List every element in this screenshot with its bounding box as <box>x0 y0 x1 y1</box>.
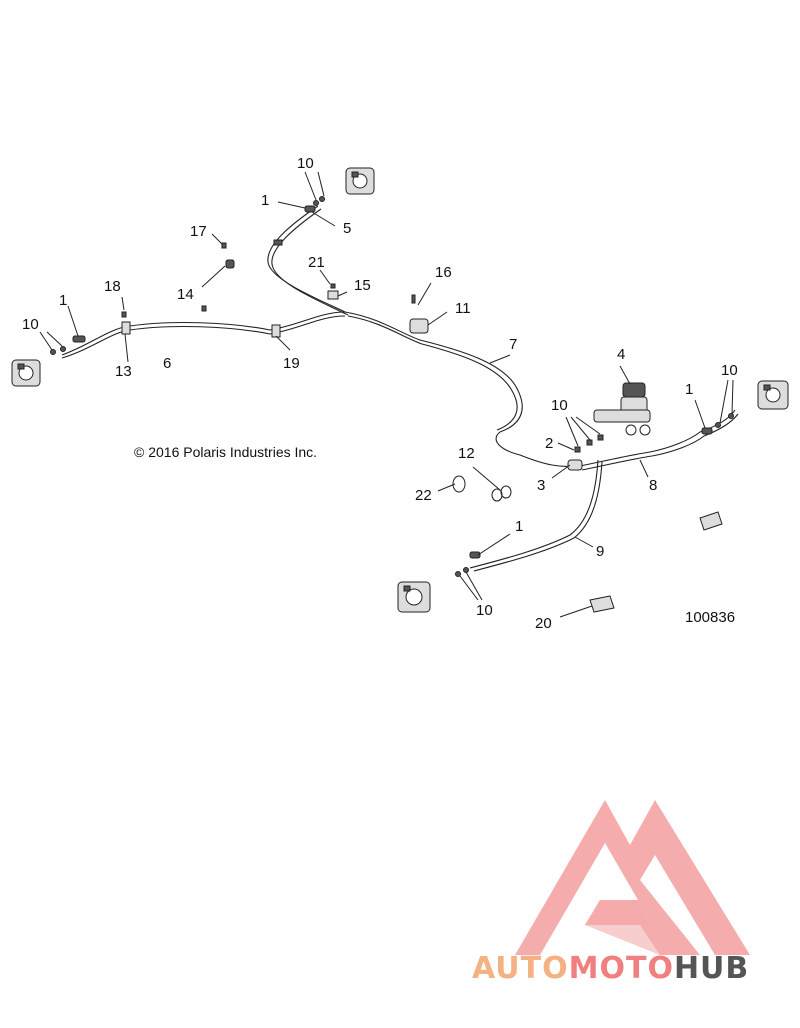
brake-line-9 <box>469 459 599 569</box>
brand-auto: AUTO <box>472 951 569 986</box>
callout-21: 21 <box>308 254 325 271</box>
brake-line-6 <box>61 311 346 356</box>
leader-lines <box>39 171 734 618</box>
callout-1-lower: 1 <box>515 518 523 535</box>
diagram-id: 100836 <box>685 609 735 626</box>
callout-9: 9 <box>596 543 604 560</box>
callout-8: 8 <box>649 477 657 494</box>
callout-1-left: 1 <box>59 292 67 309</box>
callout-22: 22 <box>415 487 432 504</box>
caliper-right-rear <box>757 380 789 410</box>
brand-wordmark: AUTOMOTOHUB <box>472 951 749 986</box>
callout-10-center: 10 <box>551 397 568 414</box>
callout-16: 16 <box>435 264 452 281</box>
callout-4: 4 <box>617 346 625 363</box>
hardware <box>50 196 734 613</box>
copyright-text: © 2016 Polaris Industries Inc. <box>134 444 317 460</box>
callout-11: 11 <box>455 300 471 317</box>
brake-line-5 <box>267 205 346 313</box>
callout-2: 2 <box>545 435 553 452</box>
callout-7: 7 <box>509 336 517 353</box>
brake-lines <box>61 205 739 572</box>
callout-18: 18 <box>104 278 121 295</box>
caliper-right-front <box>345 167 375 195</box>
callouts: 10 1 5 17 21 16 14 15 18 1 11 10 7 4 6 1… <box>22 155 738 632</box>
callout-15: 15 <box>354 277 371 294</box>
callout-13: 13 <box>115 363 132 380</box>
callout-17: 17 <box>190 223 207 240</box>
brand-hub: HUB <box>674 951 749 986</box>
brand-moto: MOTO <box>569 951 674 986</box>
callout-19: 19 <box>283 355 300 372</box>
callout-14: 14 <box>177 286 194 303</box>
brake-line-7 <box>344 311 581 468</box>
callout-5: 5 <box>343 220 351 237</box>
callout-10-lower: 10 <box>476 602 493 619</box>
callout-12: 12 <box>458 445 475 462</box>
callout-10-right: 10 <box>721 362 738 379</box>
callout-20: 20 <box>535 615 552 632</box>
callout-1-right: 1 <box>685 381 693 398</box>
master-cylinder <box>593 382 651 436</box>
caliper-left-rear <box>397 581 431 613</box>
callout-1-top: 1 <box>261 192 269 209</box>
callout-6: 6 <box>163 355 171 372</box>
callout-3: 3 <box>537 477 545 494</box>
callout-10-left: 10 <box>22 316 39 333</box>
automotohub-logo <box>515 800 750 955</box>
brake-line-8 <box>579 409 736 467</box>
callout-10-top: 10 <box>297 155 314 172</box>
caliper-left-front <box>11 359 41 387</box>
